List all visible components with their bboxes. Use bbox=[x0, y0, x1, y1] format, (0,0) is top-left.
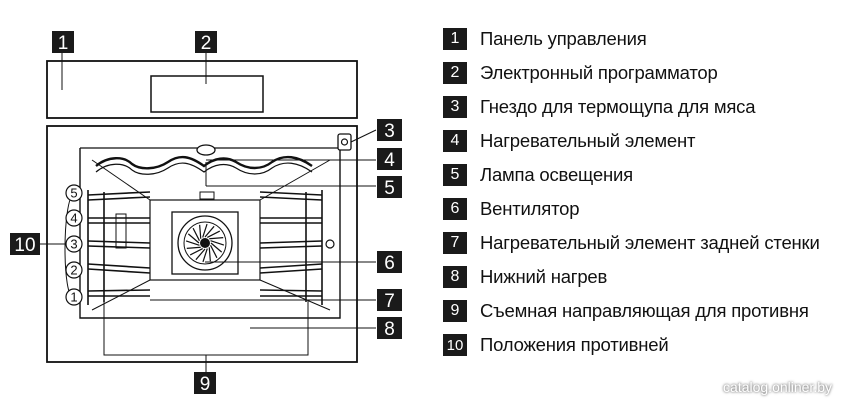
right-shelf-support bbox=[259, 190, 323, 305]
legend-label: Вентилятор bbox=[480, 198, 580, 219]
left-shelf-support bbox=[87, 190, 151, 305]
control-panel bbox=[46, 60, 358, 119]
svg-text:3: 3 bbox=[70, 237, 77, 252]
oven-diagram: 5 4 3 2 1 1 2 3 4 5 6 7 8 9 10 bbox=[10, 31, 402, 395]
legend-item-4: 4 Нагревательный элемент bbox=[443, 124, 843, 158]
fan bbox=[171, 211, 239, 275]
legend-label: Нагревательный элемент задней стенки bbox=[480, 232, 820, 253]
electronic-programmer-display bbox=[150, 75, 264, 113]
callout-tag-6: 6 bbox=[377, 251, 402, 274]
callout-tag-4: 4 bbox=[377, 148, 402, 171]
legend-item-3: 3 Гнездо для термощупа для мяса bbox=[443, 90, 843, 124]
svg-text:2: 2 bbox=[70, 263, 77, 278]
legend-item-1: 1 Панель управления bbox=[443, 22, 843, 56]
legend-number: 6 bbox=[443, 198, 467, 220]
legend-label: Положения противней bbox=[480, 334, 669, 355]
meat-probe-socket bbox=[337, 133, 352, 151]
legend-item-6: 6 Вентилятор bbox=[443, 192, 843, 226]
legend-number: 4 bbox=[443, 130, 467, 152]
legend-number: 8 bbox=[443, 266, 467, 288]
callout-label-8: 8 bbox=[384, 319, 395, 340]
oven-back-wall bbox=[149, 199, 261, 281]
legend-item-8: 8 Нижний нагрев bbox=[443, 260, 843, 294]
legend-label: Лампа освещения bbox=[480, 164, 633, 185]
legend-number: 7 bbox=[443, 232, 467, 254]
shelf-position-1: 1 bbox=[65, 288, 83, 306]
shelf-position-5: 5 bbox=[65, 184, 83, 202]
callout-label-5: 5 bbox=[384, 178, 395, 199]
callout-label-3: 3 bbox=[384, 121, 395, 142]
callout-tag-8: 8 bbox=[377, 317, 402, 340]
top-heating-element bbox=[95, 155, 313, 170]
legend-number: 1 bbox=[443, 28, 467, 50]
legend-label: Нагревательный элемент bbox=[480, 130, 696, 151]
legend-label: Нижний нагрев bbox=[480, 266, 608, 287]
svg-text:1: 1 bbox=[70, 290, 77, 305]
svg-text:4: 4 bbox=[70, 211, 77, 226]
legend-item-5: 5 Лампа освещения bbox=[443, 158, 843, 192]
oven-cavity bbox=[79, 148, 341, 319]
legend-label: Гнездо для термощупа для мяса bbox=[480, 96, 756, 117]
shelf-position-4: 4 bbox=[65, 209, 83, 227]
callout-tag-3: 3 bbox=[377, 119, 402, 142]
callout-label-10: 10 bbox=[14, 235, 35, 256]
shelf-position-3: 3 bbox=[65, 235, 83, 253]
callout-tag-9: 9 bbox=[194, 372, 216, 395]
callout-label-6: 6 bbox=[384, 253, 395, 274]
oven-lamp bbox=[196, 144, 216, 156]
callout-tag-10: 10 bbox=[10, 233, 40, 256]
callout-tag-2: 2 bbox=[195, 31, 217, 54]
legend-number: 10 bbox=[443, 334, 467, 356]
legend-number: 3 bbox=[443, 96, 467, 118]
legend: 1 Панель управления 2 Электронный программа… bbox=[443, 22, 843, 362]
legend-number: 9 bbox=[443, 300, 467, 322]
legend-number: 2 bbox=[443, 62, 467, 84]
legend-item-2: 2 Электронный программатор bbox=[443, 56, 843, 90]
legend-item-10: 10 Положения противней bbox=[443, 328, 843, 362]
legend-item-9: 9 Съемная направляющая для противня bbox=[443, 294, 843, 328]
callout-label-2: 2 bbox=[201, 33, 212, 54]
legend-label: Электронный программатор bbox=[480, 62, 718, 83]
callout-label-1: 1 bbox=[58, 33, 69, 54]
watermark: catalog.onliner.by bbox=[723, 379, 832, 395]
legend-label: Панель управления bbox=[480, 28, 647, 49]
legend-item-7: 7 Нагревательный элемент задней стенки bbox=[443, 226, 843, 260]
callout-tag-5: 5 bbox=[377, 176, 402, 199]
callout-label-4: 4 bbox=[384, 150, 395, 171]
legend-label: Съемная направляющая для противня bbox=[480, 300, 809, 321]
shelf-position-2: 2 bbox=[65, 261, 83, 279]
callout-tag-1: 1 bbox=[52, 31, 74, 54]
callout-tag-7: 7 bbox=[377, 289, 402, 312]
svg-text:5: 5 bbox=[70, 186, 77, 201]
callout-label-9: 9 bbox=[200, 374, 211, 395]
legend-number: 5 bbox=[443, 164, 467, 186]
callout-label-7: 7 bbox=[384, 291, 395, 312]
